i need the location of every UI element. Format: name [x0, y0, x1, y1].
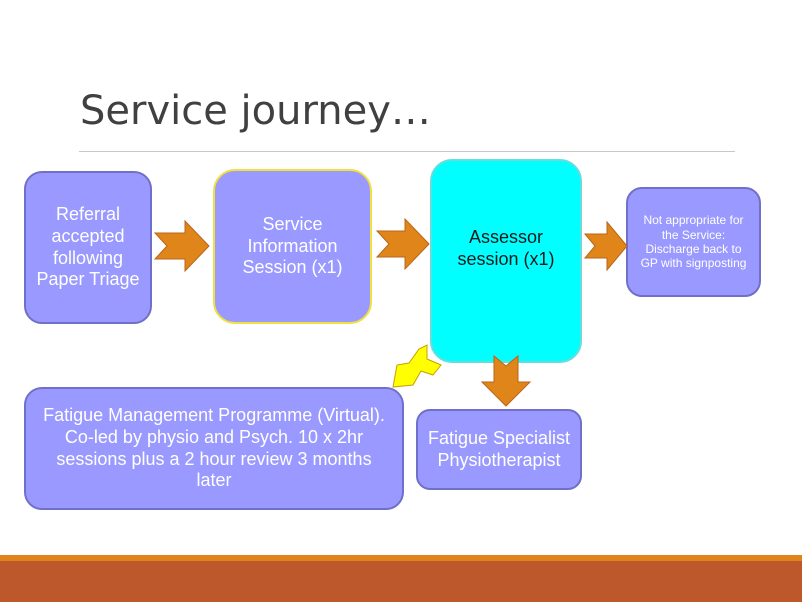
node-physio: Fatigue Specialist Physiotherapist [416, 409, 582, 490]
node-assessor: Assessor session (x1) [430, 159, 582, 363]
node-assessor-text: Assessor session (x1) [457, 227, 555, 269]
node-info-session-text: Service Information Session (x1) [242, 214, 343, 278]
arrow-right-icon [583, 220, 628, 272]
footer-bar [0, 561, 802, 602]
arrow-down-left-icon [392, 344, 442, 388]
arrow-right-icon [153, 219, 210, 273]
footer-stripe [0, 555, 802, 561]
node-not-appropriate-text: Not appropriate for the Service: Dischar… [640, 213, 747, 271]
node-fatigue-programme: Fatigue Management Programme (Virtual). … [24, 387, 404, 510]
node-physio-text: Fatigue Specialist Physiotherapist [427, 427, 571, 470]
node-info-session: Service Information Session (x1) [213, 169, 372, 324]
node-referral-text: Referral accepted following Paper Triage [36, 204, 140, 290]
node-referral: Referral accepted following Paper Triage [24, 171, 152, 324]
node-not-appropriate: Not appropriate for the Service: Dischar… [626, 187, 761, 297]
node-fatigue-programme-text: Fatigue Management Programme (Virtual). … [43, 405, 385, 491]
arrow-down-icon [480, 354, 532, 407]
arrow-right-icon [375, 217, 430, 271]
slide-title: Service journey… [80, 88, 431, 134]
title-divider [79, 151, 735, 152]
